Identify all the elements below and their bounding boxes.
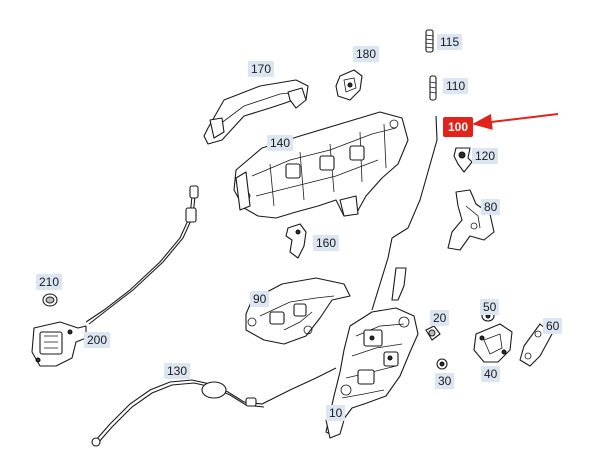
part-120-plug (453, 147, 473, 173)
part-60-plate (519, 323, 553, 367)
highlight-arrow (472, 113, 559, 130)
callout-10[interactable]: 10 (326, 405, 346, 421)
part-100-rod (391, 115, 438, 239)
callout-30[interactable]: 30 (435, 373, 455, 389)
callout-90[interactable]: 90 (250, 291, 270, 307)
part-115-screw (425, 29, 434, 53)
part-40-striker (473, 323, 513, 363)
callout-20[interactable]: 20 (430, 310, 450, 326)
callout-110[interactable]: 110 (443, 78, 469, 94)
part-20-screw (425, 325, 441, 341)
callout-115[interactable]: 115 (437, 34, 463, 50)
part-160-lever (285, 223, 307, 259)
callout-200[interactable]: 200 (84, 332, 111, 348)
part-140-carrier (233, 111, 409, 219)
part-110-pin (429, 75, 437, 101)
part-10-door-lock (325, 237, 419, 439)
part-130-cable (91, 367, 337, 447)
callout-80[interactable]: 80 (481, 199, 501, 215)
part-200-actuator (31, 321, 87, 367)
callout-100-highlighted[interactable]: 100 (443, 117, 474, 137)
part-170-handle (203, 79, 309, 145)
callout-50[interactable]: 50 (480, 299, 500, 315)
callout-60[interactable]: 60 (543, 318, 563, 334)
part-90-plate (245, 277, 351, 345)
callout-170[interactable]: 170 (248, 61, 275, 77)
callout-140[interactable]: 140 (267, 135, 294, 151)
callout-180[interactable]: 180 (353, 46, 380, 62)
part-30-nut (436, 358, 448, 370)
callout-120[interactable]: 120 (472, 148, 499, 164)
callout-130[interactable]: 130 (164, 363, 191, 379)
callout-210[interactable]: 210 (36, 274, 63, 290)
part-210-grommet (42, 293, 58, 307)
part-cable-200 (85, 185, 199, 325)
callout-160[interactable]: 160 (313, 235, 340, 251)
callout-40[interactable]: 40 (481, 366, 501, 382)
part-180-cap (335, 69, 363, 101)
part-80-bracket (447, 189, 495, 251)
